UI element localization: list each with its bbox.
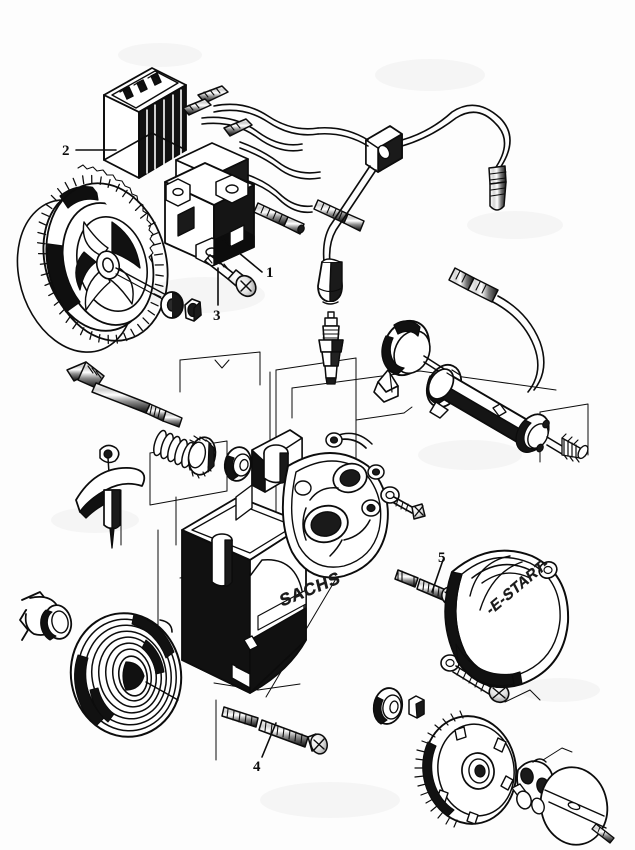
part-regulator-rectifier	[103, 67, 187, 179]
part-long-screw	[258, 719, 328, 755]
callout-2: 2	[62, 143, 70, 159]
part-wiring-harness	[182, 85, 545, 393]
part-ball-bearing	[223, 446, 253, 482]
part-estart-cover	[444, 549, 570, 689]
part-spring-clip	[19, 591, 73, 641]
callout-1: 1	[266, 265, 274, 281]
part-crankcase	[181, 429, 307, 694]
part-hex-nut	[184, 298, 202, 322]
leader-1	[220, 237, 263, 273]
callout-leaders	[75, 149, 444, 758]
part-starter-motor	[427, 368, 589, 463]
leader-5	[431, 559, 444, 593]
part-spark-plug-cap	[317, 258, 343, 305]
part-recoil-spring	[69, 612, 183, 738]
part-spark-plug	[318, 311, 344, 385]
part-cable-clamp	[365, 125, 403, 173]
part-small-bearing-lower	[372, 687, 425, 725]
part-starter-cover-plate	[281, 432, 426, 579]
part-starter-shaft	[66, 361, 183, 428]
part-stud-bolt	[221, 706, 259, 728]
part-washer-pair-right	[511, 783, 545, 815]
part-case-fastener	[243, 635, 259, 651]
part-woodruff-key	[591, 823, 615, 844]
callout-4: 4	[253, 759, 261, 775]
leader-4	[261, 722, 277, 758]
part-bendix-pinion	[187, 435, 217, 479]
part-pawl-lever	[75, 444, 146, 549]
part-clutch-drum-gear	[414, 710, 518, 828]
part-ignition-coil-cdi	[164, 142, 255, 267]
callout-3: 3	[213, 308, 221, 324]
part-flywheel-ring-gear	[16, 164, 169, 353]
part-washer	[160, 291, 184, 319]
callout-5: 5	[438, 550, 446, 566]
part-mounting-screw-flange	[204, 254, 257, 298]
